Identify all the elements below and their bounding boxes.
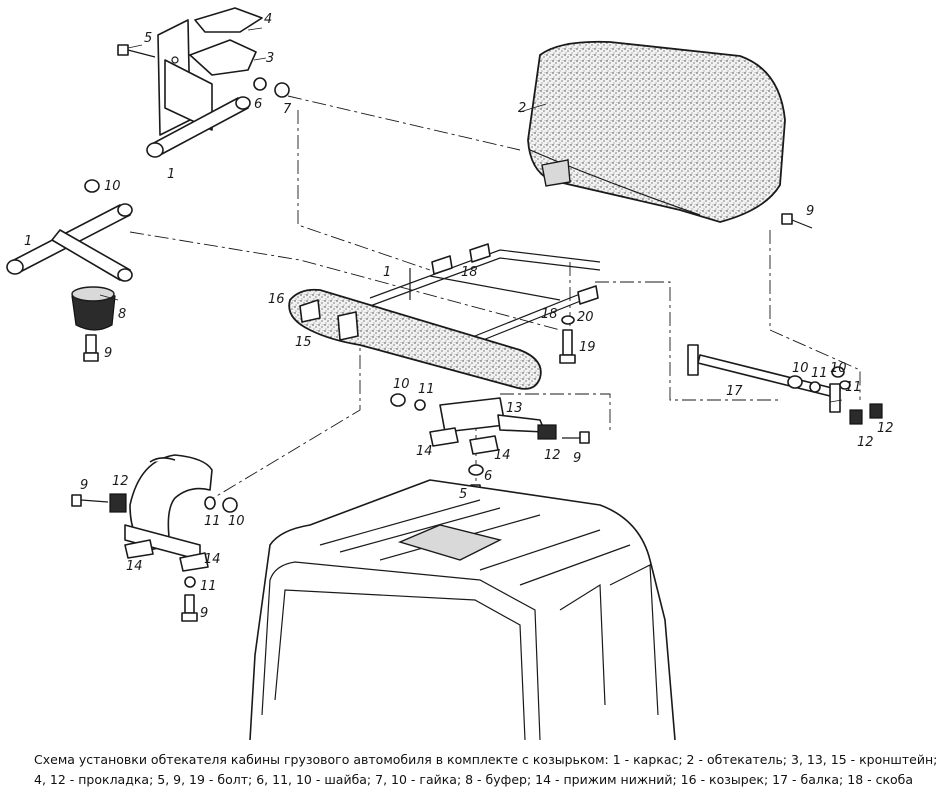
nut-7 — [274, 82, 290, 98]
nut-10-right-2 — [831, 366, 845, 378]
bolt-9-bottom-left — [71, 494, 109, 507]
bolt-9-center — [562, 431, 590, 444]
label-18-a: 18 — [461, 265, 478, 280]
label-6-top: 6 — [254, 97, 262, 112]
label-12-left: 12 — [112, 474, 129, 489]
washer-11-left — [204, 496, 216, 510]
label-6-center: 6 — [484, 469, 492, 484]
washer-11-bottom — [184, 576, 196, 588]
label-10-right-2: 10 — [830, 361, 847, 376]
clamp-14-center — [429, 427, 499, 455]
label-19: 19 — [579, 340, 596, 355]
bolt-9-bottom — [181, 594, 198, 622]
label-11-right: 11 — [811, 366, 828, 381]
fairing-2 — [527, 40, 786, 223]
label-4: 4 — [264, 12, 272, 27]
figure-caption: Схема установки обтекателя кабины грузов… — [34, 750, 937, 790]
nut-10-left — [84, 179, 100, 193]
label-2: 2 — [518, 101, 526, 116]
washer-6 — [253, 77, 267, 91]
washer-6-center — [468, 464, 484, 476]
label-11-right-2: 11 — [845, 380, 862, 395]
label-13: 13 — [506, 401, 523, 416]
label-9-bottom: 9 — [200, 606, 208, 621]
bolt-19 — [559, 329, 576, 364]
label-12-center: 12 — [544, 448, 561, 463]
label-14-center-a: 14 — [416, 444, 433, 459]
label-11-bottom: 11 — [200, 579, 217, 594]
nut-10-left-bottom — [222, 497, 238, 513]
label-20: 20 — [577, 310, 594, 325]
bolt-9-right — [781, 213, 813, 229]
label-1-left: 1 — [24, 234, 32, 249]
gasket-12-right-a — [849, 409, 863, 425]
bracket-3 — [189, 39, 257, 76]
label-leaders — [99, 27, 843, 403]
gasket-12-center — [537, 424, 557, 440]
label-9-bottom-left: 9 — [80, 478, 88, 493]
washer-11-center — [414, 399, 426, 411]
label-5-center: 5 — [459, 487, 467, 502]
caption-line-2: 4, 12 - прокладка; 5, 9, 19 - болт; 6, 1… — [34, 772, 914, 787]
washer-20 — [561, 315, 575, 325]
clamp-14-left — [124, 539, 209, 572]
gasket-12-right-b — [869, 403, 883, 419]
label-9-center: 9 — [573, 451, 581, 466]
label-14-left-a: 14 — [126, 559, 143, 574]
assembly-leader-lines — [129, 95, 861, 501]
label-3: 3 — [266, 51, 274, 66]
clip-18-b — [577, 285, 599, 305]
washer-11-right-2 — [839, 380, 851, 390]
label-17: 17 — [726, 384, 743, 399]
diagram-page: 1 2 3 4 5 6 7 9 10 1 8 9 1 18 18 20 19 1… — [6, 7, 937, 790]
label-10-left-bottom: 10 — [228, 514, 245, 529]
label-18-b: 18 — [541, 307, 558, 322]
label-11-center: 11 — [418, 382, 435, 397]
caption-line-1: Схема установки обтекателя кабины грузов… — [34, 752, 937, 767]
label-10-left: 10 — [104, 179, 121, 194]
bolt-9-left — [83, 334, 99, 362]
gasket-4 — [194, 7, 263, 33]
bracket-bottom-left — [124, 454, 213, 561]
label-5-top: 5 — [144, 31, 152, 46]
label-14-left-b: 14 — [204, 552, 221, 567]
frame-tube-left — [6, 203, 133, 282]
label-10-center: 10 — [393, 377, 410, 392]
nut-10-right — [787, 375, 803, 389]
label-1-top: 1 — [167, 167, 175, 182]
frame-bracket-top — [146, 19, 251, 158]
exploded-assembly-diagram: 1 2 3 4 5 6 7 9 10 1 8 9 1 18 18 20 19 1… — [6, 7, 894, 741]
frame-center — [369, 249, 601, 343]
label-12-right-a: 12 — [857, 435, 874, 450]
visor-16 — [288, 288, 542, 390]
label-8: 8 — [118, 307, 126, 322]
clip-18-a — [431, 243, 491, 275]
label-11-left: 11 — [204, 514, 221, 529]
label-15: 15 — [295, 335, 312, 350]
label-9-right: 9 — [806, 204, 814, 219]
truck-cab — [249, 479, 676, 741]
washer-11-right — [809, 381, 821, 393]
label-1-center: 1 — [383, 265, 391, 280]
label-10-right: 10 — [792, 361, 809, 376]
bracket-13 — [439, 397, 546, 433]
label-12-right-b: 12 — [877, 421, 894, 436]
nut-10-center — [390, 393, 406, 407]
label-14-center-b: 14 — [494, 448, 511, 463]
bolt-5-top — [117, 44, 156, 58]
label-9-left: 9 — [104, 346, 112, 361]
buffer-8 — [71, 286, 116, 331]
gasket-12-left — [109, 493, 127, 513]
label-16: 16 — [268, 292, 285, 307]
bracket-15 — [337, 311, 359, 341]
label-7: 7 — [283, 102, 292, 117]
